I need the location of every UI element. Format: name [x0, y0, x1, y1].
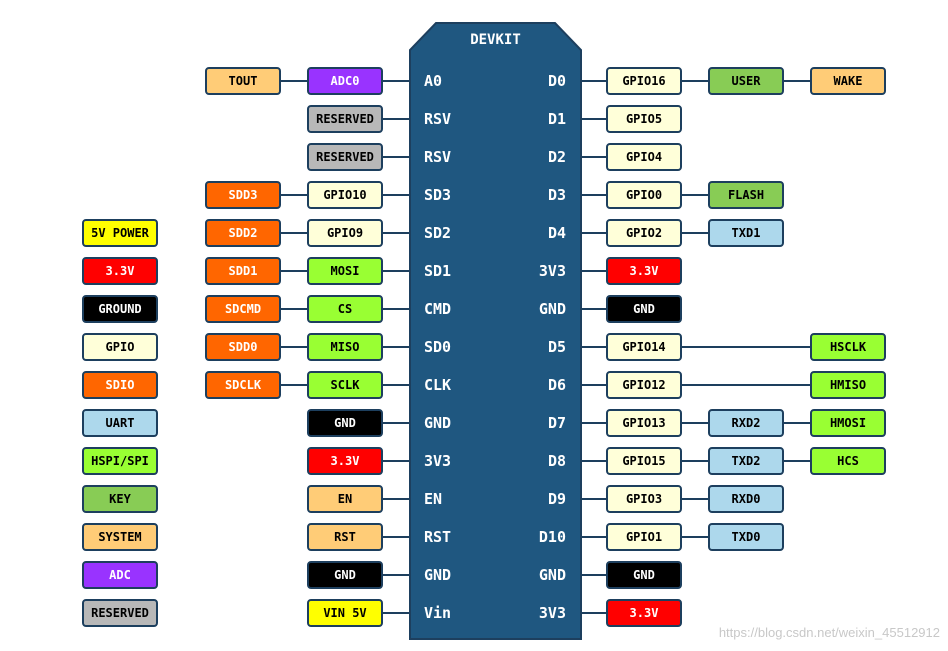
pin-d9: D9 — [547, 490, 566, 508]
pin-sd3: SD3 — [424, 186, 452, 204]
pin-gnd: GND — [538, 300, 566, 318]
legend-reserved: RESERVED — [82, 599, 158, 627]
label-rxd0: RXD0 — [708, 485, 784, 513]
label-gpio15: GPIO15 — [606, 447, 682, 475]
legend-sdio: SDIO — [82, 371, 158, 399]
label-miso: MISO — [307, 333, 383, 361]
pin-sd2: SD2 — [424, 224, 452, 242]
pin-3v3: 3V3 — [538, 604, 566, 622]
pin-vin: Vin — [424, 604, 452, 622]
label-hsclk: HSCLK — [810, 333, 886, 361]
label-sdcmd: SDCMD — [205, 295, 281, 323]
label-3-3v: 3.3V — [606, 257, 682, 285]
legend-5v-power: 5V POWER — [82, 219, 158, 247]
legend-adc: ADC — [82, 561, 158, 589]
label-gnd: GND — [606, 295, 682, 323]
legend-uart: UART — [82, 409, 158, 437]
label-hmosi: HMOSI — [810, 409, 886, 437]
pin-d1: D1 — [547, 110, 566, 128]
label-gpio14: GPIO14 — [606, 333, 682, 361]
pin-sd1: SD1 — [424, 262, 452, 280]
pin-3v3: 3V3 — [424, 452, 452, 470]
pin-rsv: RSV — [424, 148, 452, 166]
pin-gnd: GND — [538, 566, 566, 584]
pin-d8: D8 — [547, 452, 566, 470]
label-en: EN — [307, 485, 383, 513]
label-gpio0: GPIO0 — [606, 181, 682, 209]
label-gpio3: GPIO3 — [606, 485, 682, 513]
label-cs: CS — [307, 295, 383, 323]
pin-a0: A0 — [424, 72, 443, 90]
legend-key: KEY — [82, 485, 158, 513]
label-gpio16: GPIO16 — [606, 67, 682, 95]
label-txd2: TXD2 — [708, 447, 784, 475]
label-flash: FLASH — [708, 181, 784, 209]
devkit-board — [409, 22, 582, 640]
label-gnd: GND — [606, 561, 682, 589]
label-mosi: MOSI — [307, 257, 383, 285]
pin-d3: D3 — [547, 186, 566, 204]
label-gpio5: GPIO5 — [606, 105, 682, 133]
legend-system: SYSTEM — [82, 523, 158, 551]
label-gpio13: GPIO13 — [606, 409, 682, 437]
pin-d0: D0 — [547, 72, 566, 90]
pin-clk: CLK — [424, 376, 452, 394]
label-adc0: ADC0 — [307, 67, 383, 95]
label-hcs: HCS — [810, 447, 886, 475]
label-gpio4: GPIO4 — [606, 143, 682, 171]
label-gpio12: GPIO12 — [606, 371, 682, 399]
label-3-3v: 3.3V — [307, 447, 383, 475]
pin-d10: D10 — [538, 528, 566, 546]
pin-d5: D5 — [547, 338, 566, 356]
pin-rsv: RSV — [424, 110, 452, 128]
pin-rst: RST — [424, 528, 452, 546]
pin-cmd: CMD — [424, 300, 452, 318]
label-sdd2: SDD2 — [205, 219, 281, 247]
label-reserved: RESERVED — [307, 143, 383, 171]
label-sdd0: SDD0 — [205, 333, 281, 361]
label-rst: RST — [307, 523, 383, 551]
pin-en: EN — [424, 490, 443, 508]
legend-3-3v: 3.3V — [82, 257, 158, 285]
label-gpio9: GPIO9 — [307, 219, 383, 247]
label-3-3v: 3.3V — [606, 599, 682, 627]
pin-d6: D6 — [547, 376, 566, 394]
legend-gpio: GPIO — [82, 333, 158, 361]
label-sdd3: SDD3 — [205, 181, 281, 209]
label-txd1: TXD1 — [708, 219, 784, 247]
label-user: USER — [708, 67, 784, 95]
pin-d2: D2 — [547, 148, 566, 166]
label-gnd: GND — [307, 409, 383, 437]
label-rxd2: RXD2 — [708, 409, 784, 437]
pin-gnd: GND — [424, 414, 452, 432]
watermark-url: https://blog.csdn.net/weixin_45512912 — [718, 625, 940, 640]
label-tout: TOUT — [205, 67, 281, 95]
label-gpio10: GPIO10 — [307, 181, 383, 209]
label-sclk: SCLK — [307, 371, 383, 399]
pin-3v3: 3V3 — [538, 262, 566, 280]
label-txd0: TXD0 — [708, 523, 784, 551]
pin-d7: D7 — [547, 414, 566, 432]
label-sdclk: SDCLK — [205, 371, 281, 399]
label-sdd1: SDD1 — [205, 257, 281, 285]
board-title: DEVKIT — [470, 32, 521, 48]
label-gnd: GND — [307, 561, 383, 589]
label-reserved: RESERVED — [307, 105, 383, 133]
pin-gnd: GND — [424, 566, 452, 584]
label-gpio1: GPIO1 — [606, 523, 682, 551]
label-hmiso: HMISO — [810, 371, 886, 399]
pin-d4: D4 — [547, 224, 566, 242]
label-vin-5v: VIN 5V — [307, 599, 383, 627]
pin-sd0: SD0 — [424, 338, 452, 356]
label-gpio2: GPIO2 — [606, 219, 682, 247]
legend-ground: GROUND — [82, 295, 158, 323]
label-wake: WAKE — [810, 67, 886, 95]
legend-hspi-spi: HSPI/SPI — [82, 447, 158, 475]
